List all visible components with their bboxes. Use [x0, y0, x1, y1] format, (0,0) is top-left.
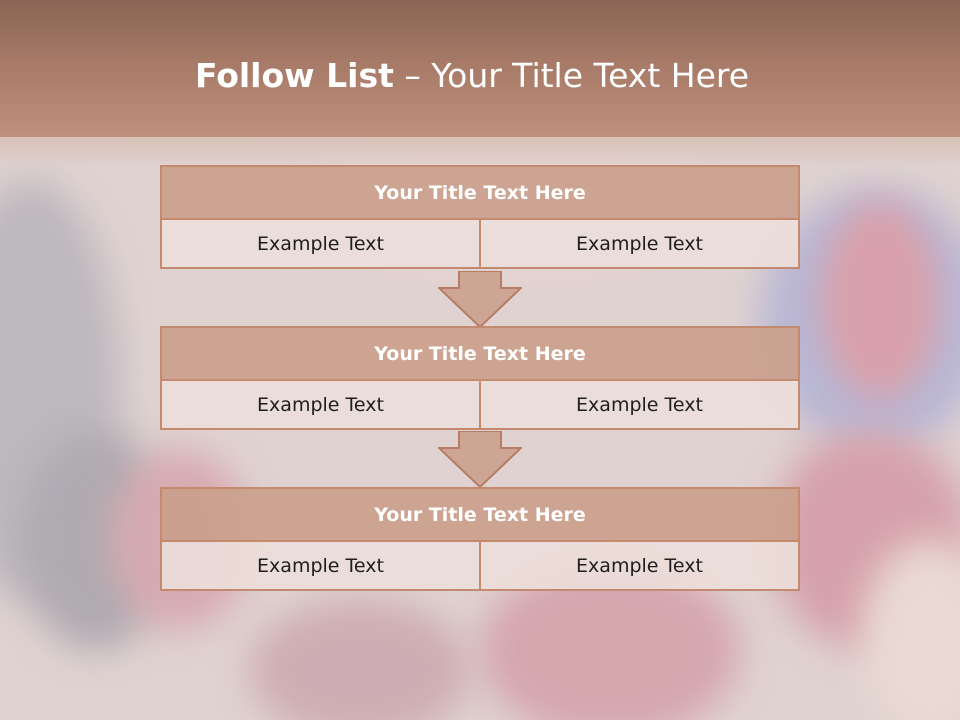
list-block-1: Your Title Text Here Example Text Exampl… — [160, 165, 800, 269]
slide-title: Follow List – Your Title Text Here — [0, 56, 944, 96]
block-title: Your Title Text Here — [160, 487, 800, 542]
down-arrow-icon — [438, 431, 522, 489]
slide-title-bold: Follow List — [194, 56, 394, 95]
title-banner — [0, 0, 960, 137]
banner-fade — [0, 137, 960, 167]
block-cell-left: Example Text — [160, 220, 481, 269]
block-cell-right: Example Text — [481, 220, 800, 269]
block-title: Your Title Text Here — [160, 326, 800, 381]
slide-title-rest: – Your Title Text Here — [393, 56, 750, 95]
list-block-3: Your Title Text Here Example Text Exampl… — [160, 487, 800, 591]
block-cell-left: Example Text — [160, 381, 481, 430]
block-title: Your Title Text Here — [160, 165, 800, 220]
block-cell-left: Example Text — [160, 542, 481, 591]
block-cell-right: Example Text — [481, 542, 800, 591]
list-block-2: Your Title Text Here Example Text Exampl… — [160, 326, 800, 430]
block-cell-right: Example Text — [481, 381, 800, 430]
down-arrow-icon — [438, 271, 522, 329]
